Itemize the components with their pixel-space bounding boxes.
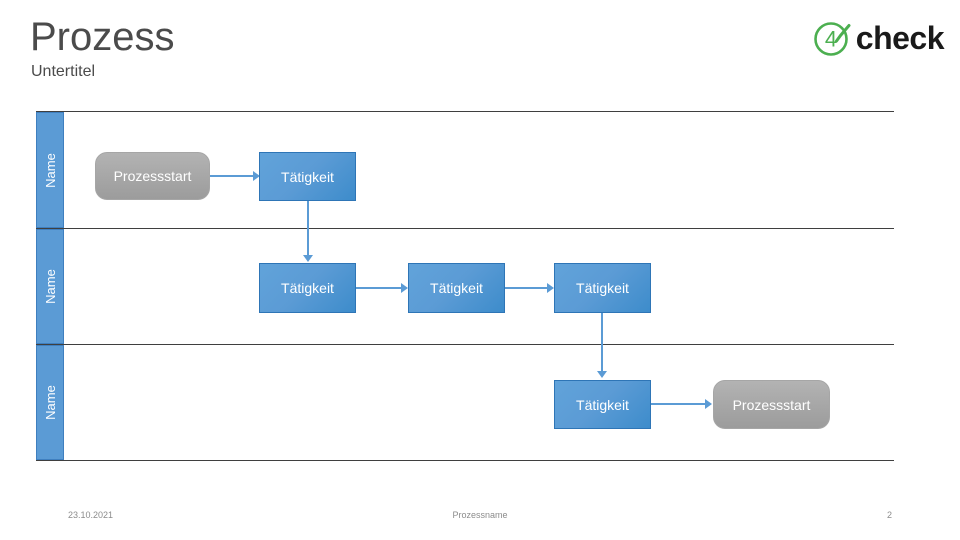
node-prozessstart-end[interactable]: Prozessstart (713, 380, 830, 429)
connector-n3-n4[interactable] (356, 287, 404, 289)
node-label: Prozessstart (113, 168, 192, 184)
node-taetigkeit-4[interactable]: Tätigkeit (554, 263, 651, 313)
logo-wordmark: check (855, 20, 945, 56)
lane-divider-top (36, 111, 894, 112)
lane-header-1[interactable]: Name (36, 229, 64, 344)
lane-header-2[interactable]: Name (36, 345, 64, 460)
node-label: Tätigkeit (576, 396, 629, 413)
arrowhead-n6-n7 (705, 399, 712, 409)
lane-label: Name (42, 269, 58, 304)
arrowhead-n2-n3 (303, 255, 313, 262)
connector-n1-n2[interactable] (210, 175, 256, 177)
lane-label: Name (42, 152, 58, 188)
lane-divider-1 (36, 228, 894, 229)
lane-divider-bottom (36, 460, 894, 461)
node-taetigkeit-3[interactable]: Tätigkeit (408, 263, 505, 313)
lane-divider-2 (36, 344, 894, 345)
node-taetigkeit-1[interactable]: Tätigkeit (259, 152, 356, 201)
connector-n6-n7[interactable] (651, 403, 708, 405)
arrowhead-n5-n6 (597, 371, 607, 378)
node-taetigkeit-2[interactable]: Tätigkeit (259, 263, 356, 313)
footer-page-number: 2 (886, 510, 892, 520)
node-label: Tätigkeit (430, 280, 483, 296)
node-label: Tätigkeit (281, 280, 334, 296)
arrowhead-n3-n4 (401, 283, 408, 293)
page-subtitle: Untertitel (31, 63, 96, 80)
page-title: Prozess (30, 15, 175, 59)
footer-date: 23.10.2021 (68, 510, 114, 520)
lane-label: Name (42, 385, 58, 420)
node-label: Prozessstart (732, 396, 811, 413)
arrowhead-n4-n5 (547, 283, 554, 293)
arrowhead-n1-n2 (253, 171, 260, 181)
connector-n4-n5[interactable] (505, 287, 550, 289)
svg-text:4: 4 (825, 27, 837, 52)
node-taetigkeit-5[interactable]: Tätigkeit (554, 380, 651, 429)
node-label: Tätigkeit (281, 168, 334, 185)
connector-n2-n3[interactable] (307, 201, 309, 257)
four-check-circle-icon: 4 (811, 17, 853, 59)
node-prozessstart-start[interactable]: Prozessstart (95, 152, 210, 200)
lane-header-0[interactable]: Name (36, 112, 64, 228)
footer-process-name: Prozessname (452, 510, 508, 520)
connector-n5-n6[interactable] (601, 313, 603, 373)
brand-logo: 4 check (811, 17, 945, 59)
node-label: Tätigkeit (576, 280, 629, 296)
